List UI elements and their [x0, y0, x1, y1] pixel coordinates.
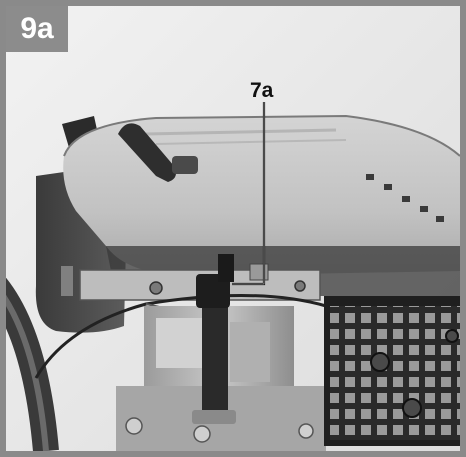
figure-number-badge: 9a	[6, 6, 68, 52]
callout-label-7a: 7a	[250, 79, 274, 102]
engine-photo	[6, 6, 460, 451]
